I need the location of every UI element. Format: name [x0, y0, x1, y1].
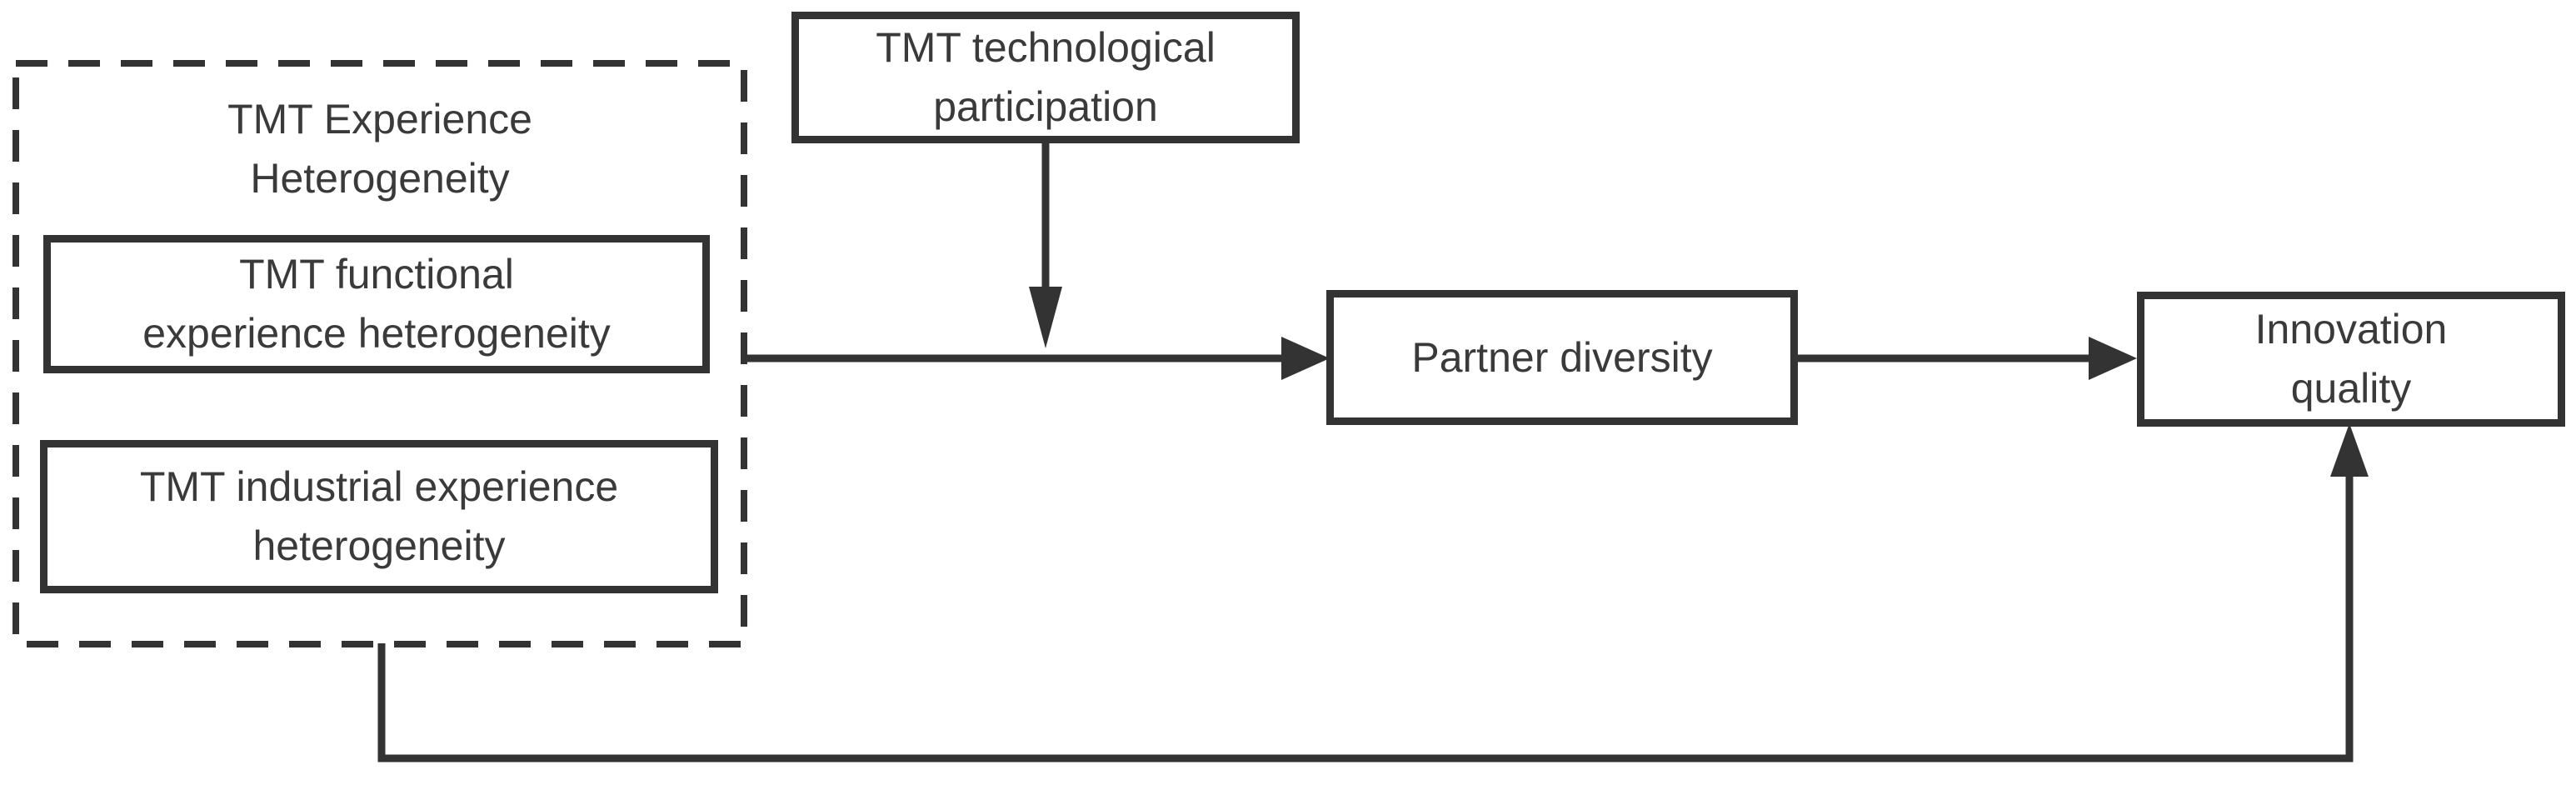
arrowhead-group-to-partner — [1281, 337, 1330, 380]
arrow-line-group-to-innovation-elbow — [377, 472, 2354, 762]
node-technological-label-line1: TMT technological — [876, 24, 1216, 71]
node-functional-label-line1: TMT functional — [239, 251, 514, 298]
experience-group-dashed-border — [12, 60, 747, 648]
node-partner-label: Partner diversity — [1411, 333, 1713, 381]
arrowhead-technological-moderator — [1029, 287, 1062, 348]
experience-group-title-line2: Heterogeneity — [250, 155, 510, 202]
node-innovation-quality: Innovation quality — [2137, 292, 2565, 427]
arrowhead-partner-to-innovation — [2089, 337, 2137, 380]
node-industrial-label-line2: heterogeneity — [252, 522, 506, 569]
experience-group-title-line1: TMT Experience — [227, 96, 532, 142]
node-technological-participation: TMT technological participation — [791, 12, 1300, 143]
node-partner-diversity: Partner diversity — [1326, 290, 1798, 425]
experience-group-title: TMT Experience Heterogeneity — [12, 90, 747, 208]
node-innovation-label-line1: Innovation — [2254, 306, 2448, 352]
node-innovation-label-line2: quality — [2290, 365, 2412, 412]
node-technological-label-line2: participation — [933, 83, 1158, 130]
node-functional-label-line2: experience heterogeneity — [142, 310, 611, 357]
node-industrial-label-line1: TMT industrial experience — [139, 463, 619, 510]
node-industrial-experience-heterogeneity: TMT industrial experience heterogeneity — [40, 440, 718, 593]
arrowhead-group-to-innovation — [2330, 423, 2369, 477]
node-functional-experience-heterogeneity: TMT functional experience heterogeneity — [43, 235, 710, 373]
